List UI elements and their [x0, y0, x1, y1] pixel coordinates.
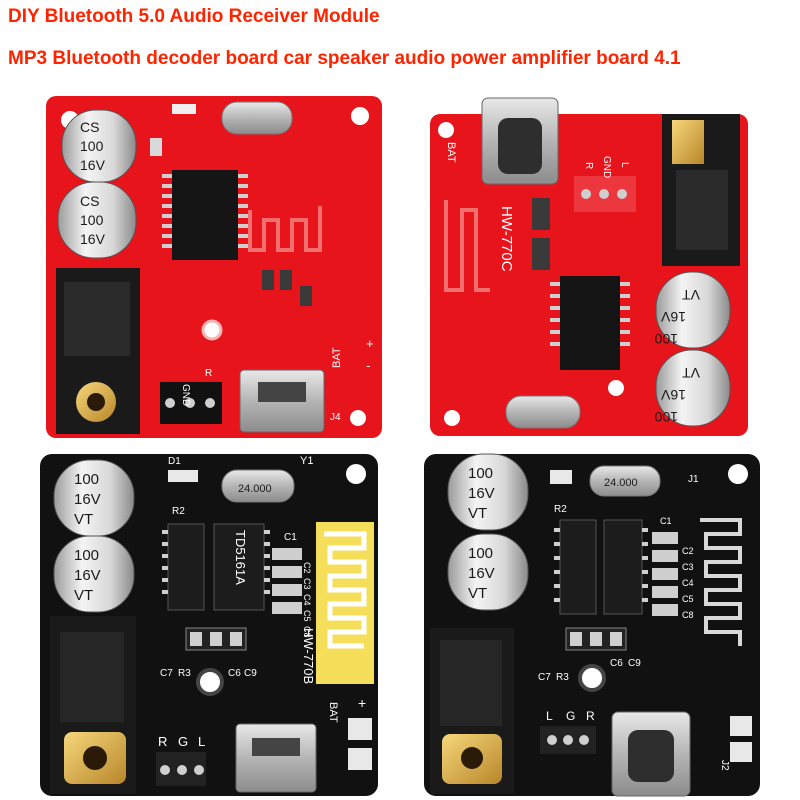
svg-text:C8: C8	[682, 610, 694, 620]
svg-text:R3: R3	[556, 672, 569, 683]
svg-text:C7: C7	[160, 668, 173, 679]
capacitor: VT 16V 100	[654, 349, 731, 427]
svg-text:TD5161A: TD5161A	[233, 530, 248, 585]
svg-text:16V: 16V	[468, 485, 495, 502]
svg-text:R2: R2	[172, 506, 185, 517]
board-black-type-c: J1 24.000 R2 C1 C2 C3 C4 C5 C8 C	[424, 453, 760, 797]
svg-text:R: R	[586, 709, 595, 723]
svg-text:C3: C3	[302, 578, 312, 590]
svg-text:16V: 16V	[468, 565, 495, 582]
svg-text:C2: C2	[682, 546, 694, 556]
board-red-type-c: BAT R GND L HW-770C VT 16V	[430, 97, 748, 436]
svg-text:100: 100	[654, 331, 678, 347]
capacitor: CS 100 16V	[61, 109, 137, 183]
svg-text:J2: J2	[719, 760, 730, 771]
svg-text:16V: 16V	[660, 387, 686, 403]
svg-text:-: -	[366, 358, 370, 373]
svg-text:L: L	[619, 162, 630, 168]
svg-text:R: R	[583, 162, 594, 169]
svg-text:BAT: BAT	[445, 142, 457, 163]
svg-text:100: 100	[468, 465, 493, 482]
svg-text:C4: C4	[302, 594, 312, 606]
svg-text:16V: 16V	[80, 231, 106, 247]
svg-text:100: 100	[74, 471, 99, 488]
svg-text:C1: C1	[660, 516, 672, 526]
svg-text:R: R	[205, 368, 212, 379]
svg-text:VT: VT	[74, 511, 93, 528]
svg-text:16V: 16V	[74, 567, 101, 584]
capacitor: 100 16V VT	[447, 453, 529, 531]
svg-text:C3: C3	[682, 562, 694, 572]
title-line-1: DIY Bluetooth 5.0 Audio Receiver Module	[8, 6, 380, 27]
svg-text:VT: VT	[74, 587, 93, 604]
svg-text:C9: C9	[628, 658, 641, 669]
svg-text:C4: C4	[682, 578, 694, 588]
svg-text:HW-770B: HW-770B	[301, 628, 316, 684]
svg-text:VT: VT	[468, 585, 487, 602]
svg-text:L: L	[198, 734, 205, 749]
svg-text:G: G	[566, 709, 575, 723]
svg-text:R: R	[158, 734, 167, 749]
svg-text:C2: C2	[302, 562, 312, 574]
svg-text:VT: VT	[682, 287, 700, 303]
board-red-micro-usb: CS 100 16V CS 100 16V GND R BAT J4 + -	[46, 96, 382, 438]
svg-text:HW-770C: HW-770C	[498, 206, 515, 272]
svg-text:24.000: 24.000	[604, 477, 638, 489]
svg-text:100: 100	[74, 547, 99, 564]
svg-text:16V: 16V	[80, 157, 106, 173]
svg-text:C7: C7	[538, 672, 551, 683]
svg-text:C6: C6	[228, 668, 241, 679]
capacitor: CS 100 16V	[57, 181, 137, 259]
svg-text:D1: D1	[168, 456, 181, 467]
svg-text:BAT: BAT	[327, 702, 339, 723]
svg-text:Y1: Y1	[300, 455, 313, 467]
svg-text:R3: R3	[178, 668, 191, 679]
svg-text:C1: C1	[284, 532, 297, 543]
svg-text:CS: CS	[80, 119, 99, 135]
svg-text:+: +	[366, 336, 374, 351]
svg-text:L: L	[546, 709, 553, 723]
svg-text:C9: C9	[244, 668, 257, 679]
svg-text:R2: R2	[554, 504, 567, 515]
title-line-2: MP3 Bluetooth decoder board car speaker …	[8, 48, 681, 69]
svg-text:VT: VT	[682, 365, 700, 381]
svg-text:VT: VT	[468, 505, 487, 522]
svg-text:C6: C6	[610, 658, 623, 669]
svg-text:100: 100	[80, 138, 104, 154]
board-black-micro-usb: D1 Y1 24.000 R2 TD5161A C1 C2 C3 C4 C5 C…	[40, 454, 378, 796]
svg-text:16V: 16V	[74, 491, 101, 508]
svg-text:16V: 16V	[660, 309, 686, 325]
svg-text:100: 100	[654, 409, 678, 425]
svg-text:+: +	[358, 695, 366, 711]
svg-text:J1: J1	[688, 474, 699, 485]
svg-text:G: G	[178, 734, 188, 749]
capacitor: 100 16V VT	[53, 535, 135, 613]
capacitor: 100 16V VT	[447, 533, 529, 611]
capacitor: 100 16V VT	[53, 459, 135, 537]
svg-text:24.000: 24.000	[238, 483, 272, 495]
svg-text:GND: GND	[601, 156, 612, 178]
capacitor: VT 16V 100	[654, 271, 731, 349]
svg-text:BAT: BAT	[331, 347, 343, 368]
svg-text:J4: J4	[330, 412, 341, 423]
svg-text:CS: CS	[80, 193, 99, 209]
svg-text:C5: C5	[302, 610, 312, 622]
svg-text:100: 100	[468, 545, 493, 562]
svg-text:C8: C8	[302, 626, 312, 638]
svg-text:100: 100	[80, 212, 104, 228]
svg-text:C5: C5	[682, 594, 694, 604]
svg-text:GND: GND	[180, 384, 191, 406]
